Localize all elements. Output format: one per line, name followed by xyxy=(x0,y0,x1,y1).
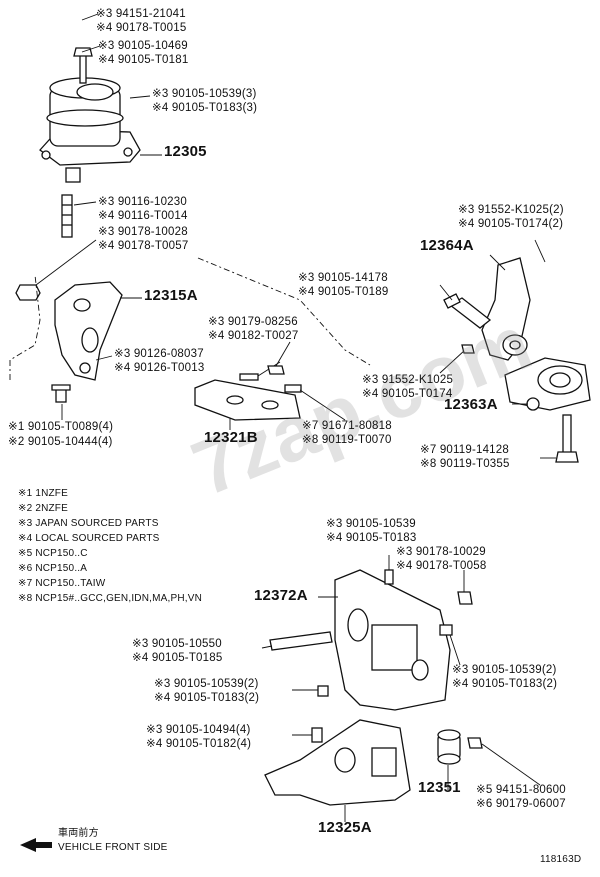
bolt-long xyxy=(443,293,492,329)
bracket-12325A xyxy=(264,719,411,806)
callout: ※4 90105-T0183 xyxy=(326,532,417,544)
callout: ※3 90178-10029 xyxy=(396,546,486,558)
engine-mount-12305 xyxy=(39,47,141,183)
callout: ※7 90119-14128 xyxy=(420,444,509,456)
callout: ※3 91552-K1025 xyxy=(362,374,454,386)
legend-item: ※3 JAPAN SOURCED PARTS xyxy=(18,518,159,529)
callout: ※3 90105-10539(2) xyxy=(154,678,259,690)
part-number-12364A: 12364A xyxy=(420,237,474,254)
callout: ※2 90105-10444(4) xyxy=(8,436,113,448)
callout: ※4 90182-T0027 xyxy=(208,330,299,342)
callout: ※4 90178-T0058 xyxy=(396,560,487,572)
arrow-left-icon xyxy=(20,838,52,852)
nut-upper xyxy=(457,591,473,605)
callout: ※4 90105-T0189 xyxy=(298,286,389,298)
callout: ※4 90126-T0013 xyxy=(114,362,205,374)
callout: ※4 90105-T0183(2) xyxy=(154,692,260,704)
bolt-bottom xyxy=(311,727,323,743)
bolt-vertical xyxy=(555,414,579,463)
callout: ※3 90179-08256 xyxy=(208,316,298,328)
callout: ※4 90178-T0015 xyxy=(96,22,187,34)
nut-small xyxy=(267,365,285,375)
callout: ※4 90105-T0174(2) xyxy=(458,218,564,230)
legend-item: ※5 NCP150..C xyxy=(18,548,88,559)
callout: ※6 90179-06007 xyxy=(476,798,566,810)
callout: ※4 90116-T0014 xyxy=(98,210,188,222)
callout: ※8 90119-T0070 xyxy=(302,434,392,446)
callout: ※8 90119-T0355 xyxy=(420,458,510,470)
callout: ※3 90105-10539(3) xyxy=(152,88,257,100)
callout: ※3 91552-K1025(2) xyxy=(458,204,564,216)
callout: ※4 90105-T0185 xyxy=(132,652,223,664)
callout: ※5 94151-80600 xyxy=(476,784,566,796)
legend-item: ※8 NCP15#..GCC,GEN,IDN,MA,PH,VN xyxy=(18,593,203,604)
bolt-mid xyxy=(317,685,329,697)
callout: ※4 90105-T0174 xyxy=(362,388,453,400)
part-number-12305: 12305 xyxy=(164,143,207,160)
bracket-12372A xyxy=(334,569,451,711)
bracket-12364A xyxy=(481,257,531,361)
callout: ※4 90178-T0057 xyxy=(98,240,189,252)
legend-item: ※7 NCP150..TAIW xyxy=(18,578,106,589)
bolt-small-a xyxy=(239,373,259,381)
callout: ※3 90105-10539(2) xyxy=(452,664,557,676)
mount-12363A xyxy=(504,357,591,411)
bolt-small-b xyxy=(284,384,302,393)
callout: ※4 90105-T0183(3) xyxy=(152,102,258,114)
legend-item: ※4 LOCAL SOURCED PARTS xyxy=(18,533,160,544)
callout: ※3 90126-08037 xyxy=(114,348,204,360)
callout: ※4 90105-T0183(2) xyxy=(452,678,558,690)
part-number-12372A: 12372A xyxy=(254,587,308,604)
part-number-12325A: 12325A xyxy=(318,819,372,836)
callout: ※3 90105-14178 xyxy=(298,272,388,284)
callout: ※1 90105-T0089(4) xyxy=(8,421,114,433)
bolt-upper xyxy=(384,569,394,585)
nut-right xyxy=(461,344,475,354)
bracket-12321B xyxy=(194,379,301,421)
insulator-12351 xyxy=(437,729,461,765)
callout: ※3 90105-10494(4) xyxy=(146,724,251,736)
bolt-long-lower xyxy=(269,631,333,651)
callout: ※3 90105-10469 xyxy=(98,40,188,52)
part-number-12321B: 12321B xyxy=(204,429,258,446)
diagram-code: 118163D xyxy=(540,854,582,865)
callout: ※3 90116-10230 xyxy=(98,196,187,208)
legend-item: ※2 2NZFE xyxy=(18,503,68,514)
callout: ※3 94151-21041 xyxy=(96,8,186,20)
legend-item: ※1 1NZFE xyxy=(18,488,68,499)
direction-label-en: VEHICLE FRONT SIDE xyxy=(58,842,168,853)
stud-bolt xyxy=(61,194,73,238)
bolt-bracket xyxy=(51,384,71,403)
callout: ※3 90178-10028 xyxy=(98,226,188,238)
bracket-12315A xyxy=(54,281,123,381)
callout: ※4 90105-T0181 xyxy=(98,54,189,66)
part-number-12351: 12351 xyxy=(418,779,461,796)
legend-item: ※6 NCP150..A xyxy=(18,563,88,574)
direction-label-jp: 車両前方 xyxy=(58,828,99,839)
nut-insulator xyxy=(467,737,483,749)
callout: ※7 91671-80818 xyxy=(302,420,392,432)
callout: ※3 90105-10550 xyxy=(132,638,222,650)
bolt-right xyxy=(439,624,453,636)
part-number-12315A: 12315A xyxy=(144,287,198,304)
part-number-12363A: 12363A xyxy=(444,396,498,413)
callout: ※4 90105-T0182(4) xyxy=(146,738,252,750)
callout: ※3 90105-10539 xyxy=(326,518,416,530)
